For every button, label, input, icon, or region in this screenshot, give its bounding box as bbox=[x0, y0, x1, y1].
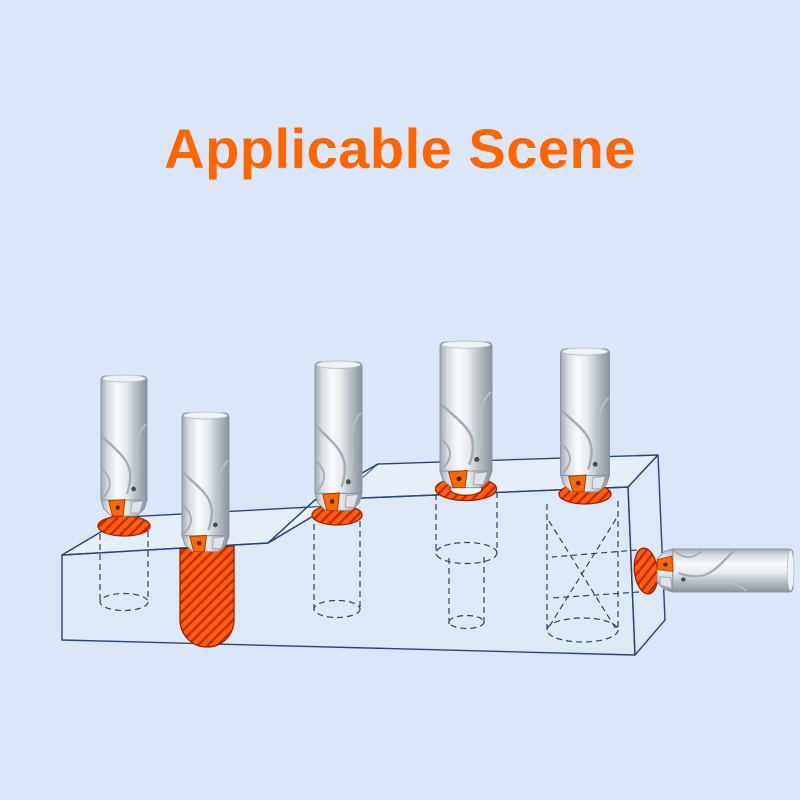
drill-bit-6 bbox=[656, 547, 796, 594]
hole-5-cross-line-2 bbox=[548, 518, 617, 628]
drill-bit-3 bbox=[313, 359, 364, 512]
hole-6-bore-top bbox=[551, 549, 638, 558]
hole-5-bottom bbox=[546, 617, 619, 643]
drill-bit-1 bbox=[99, 373, 149, 518]
hole-1-bottom bbox=[99, 592, 149, 612]
page-title: Applicable Scene bbox=[164, 117, 636, 180]
hole-3-bottom bbox=[313, 599, 361, 619]
hole-4-bottom bbox=[448, 614, 485, 630]
hole-4-step bbox=[435, 541, 498, 565]
drill-bit-2 bbox=[180, 410, 231, 553]
hole-5-cross-line-1 bbox=[548, 520, 617, 630]
drill-bit-5 bbox=[559, 346, 611, 494]
drill-bit-4 bbox=[438, 339, 494, 489]
hidden-hole-lines bbox=[99, 492, 640, 643]
hole-6-bore-bottom bbox=[551, 591, 640, 599]
hole-2-through-slot bbox=[179, 545, 235, 648]
hole-1-mouth bbox=[97, 515, 151, 537]
